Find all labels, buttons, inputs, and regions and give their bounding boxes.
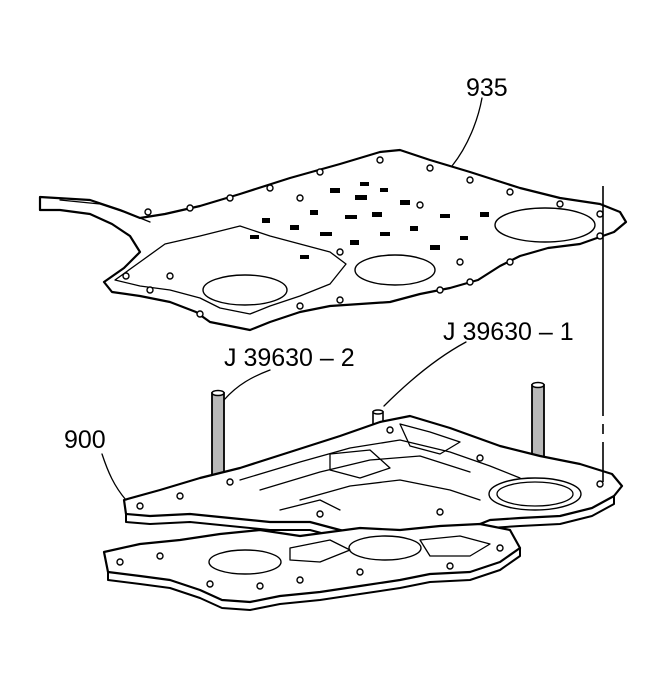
lower-bore-left [208, 549, 282, 575]
leader-lines [101, 97, 483, 501]
valve-body-bore-right [488, 477, 582, 511]
label-j39630-2: J 39630 – 2 [224, 344, 355, 372]
guide-pin-left [211, 389, 225, 482]
label-900: 900 [64, 426, 106, 454]
gasket-bore-right [494, 207, 596, 243]
valve-body-upper [122, 414, 624, 549]
gasket-small-ports [250, 182, 489, 259]
lower-bore-center [348, 535, 422, 561]
gasket-bore-center [354, 254, 436, 286]
valve-body-upper-holes [136, 426, 604, 518]
guide-pin-right [531, 381, 545, 476]
spacer-plate-gasket [38, 148, 628, 332]
valve-body-lower [102, 522, 522, 611]
label-935: 935 [466, 74, 508, 102]
gasket-bore-left [202, 274, 288, 306]
valve-body-lower-holes [116, 544, 504, 590]
label-j39630-1: J 39630 – 1 [443, 318, 574, 346]
